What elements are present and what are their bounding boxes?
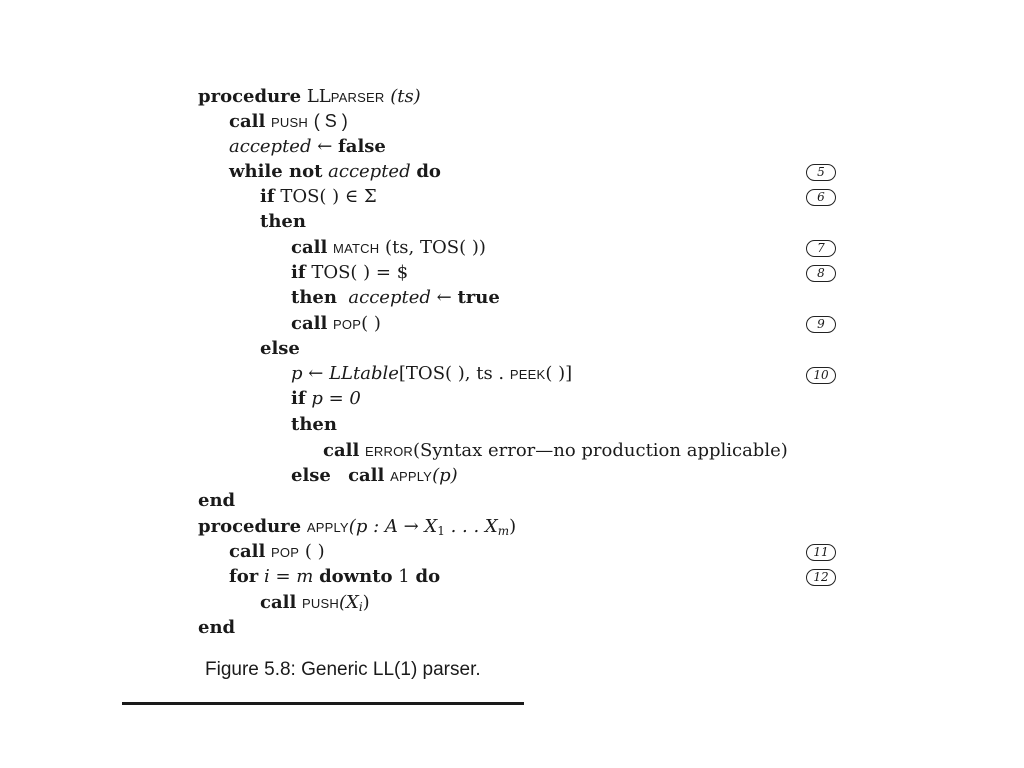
line-call-match: call MATCH (ts, TOS( )) xyxy=(291,237,486,258)
pseudocode-listing: procedure LLPARSER (ts) call PUSH ( S ) … xyxy=(198,86,836,638)
line-call-pop-1: call POP( ) xyxy=(291,313,381,334)
line-call-error: call ERROR(Syntax error—no production ap… xyxy=(323,440,788,461)
line-procedure-apply: procedure APPLY(p : A → X1 . . . Xm) xyxy=(198,516,517,538)
line-call-push-s: call PUSH ( S ) xyxy=(229,111,348,132)
line-end-1: end xyxy=(198,490,236,511)
line-marker-9: 9 xyxy=(806,316,836,333)
line-for-downto: for i = m downto 1 do xyxy=(229,566,441,587)
line-call-push-xi: call PUSH(Xi) xyxy=(260,592,370,614)
line-marker-8: 8 xyxy=(806,265,836,282)
line-procedure-llparser: procedure LLPARSER (ts) xyxy=(198,86,421,107)
line-marker-5: 5 xyxy=(806,164,836,181)
line-if-tos-in-sigma: if TOS( ) ∈ Σ xyxy=(260,186,377,207)
line-call-pop-2: call POP ( ) xyxy=(229,541,325,562)
line-marker-7: 7 xyxy=(806,240,836,257)
line-marker-10: 10 xyxy=(806,367,836,384)
line-then-1: then xyxy=(260,211,306,232)
line-marker-12: 12 xyxy=(806,569,836,586)
line-if-tos-dollar: if TOS( ) = $ xyxy=(291,262,409,283)
line-marker-6: 6 xyxy=(806,189,836,206)
line-p-lltable: p ← LLtable[TOS( ), ts . PEEK( )] xyxy=(291,363,573,384)
caption-rule xyxy=(122,702,524,705)
line-then-2: then xyxy=(291,414,337,435)
line-end-2: end xyxy=(198,617,236,638)
figure-caption: Figure 5.8: Generic LL(1) parser. xyxy=(205,659,481,680)
line-if-p-zero: if p = 0 xyxy=(291,388,361,409)
line-while: while not accepted do xyxy=(229,161,441,182)
line-else-call-apply: else call APPLY(p) xyxy=(291,465,458,486)
line-accepted-false: accepted ← false xyxy=(229,136,386,157)
line-marker-11: 11 xyxy=(806,544,836,561)
line-else-1: else xyxy=(260,338,300,359)
line-then-accepted-true: then accepted ← true xyxy=(291,287,500,308)
